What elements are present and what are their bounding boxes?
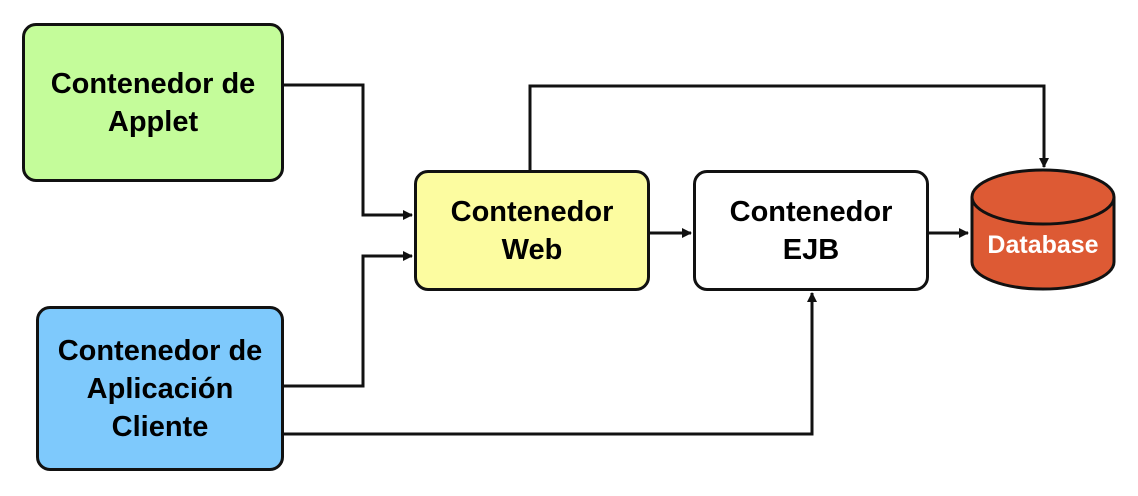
node-cliente-line2: Aplicación [86, 372, 234, 405]
node-ejb-line2: EJB [782, 233, 840, 266]
database-icon [970, 168, 1116, 291]
edge-cliente-to-web [284, 251, 413, 388]
node-applet-line1: Contenedor de [50, 67, 256, 100]
edge-web-to-database [528, 84, 1049, 170]
node-web-line1: Contenedor [450, 195, 614, 228]
edge-applet-to-web [284, 83, 413, 220]
node-web-container: Contenedor Web [414, 170, 650, 291]
node-database-label: Database [987, 230, 1099, 259]
node-applet-container: Contenedor de Applet [22, 23, 284, 182]
node-ejb-container: Contenedor EJB [693, 170, 929, 291]
node-client-application-container: Contenedor de Aplicación Cliente [36, 306, 284, 471]
node-cliente-line1: Contenedor de [57, 334, 263, 367]
node-ejb-line1: Contenedor [729, 195, 893, 228]
edge-cliente-to-ejb [284, 292, 817, 436]
node-applet-line2: Applet [107, 105, 199, 138]
node-cliente-line3: Cliente [111, 410, 209, 443]
node-web-line2: Web [501, 233, 563, 266]
